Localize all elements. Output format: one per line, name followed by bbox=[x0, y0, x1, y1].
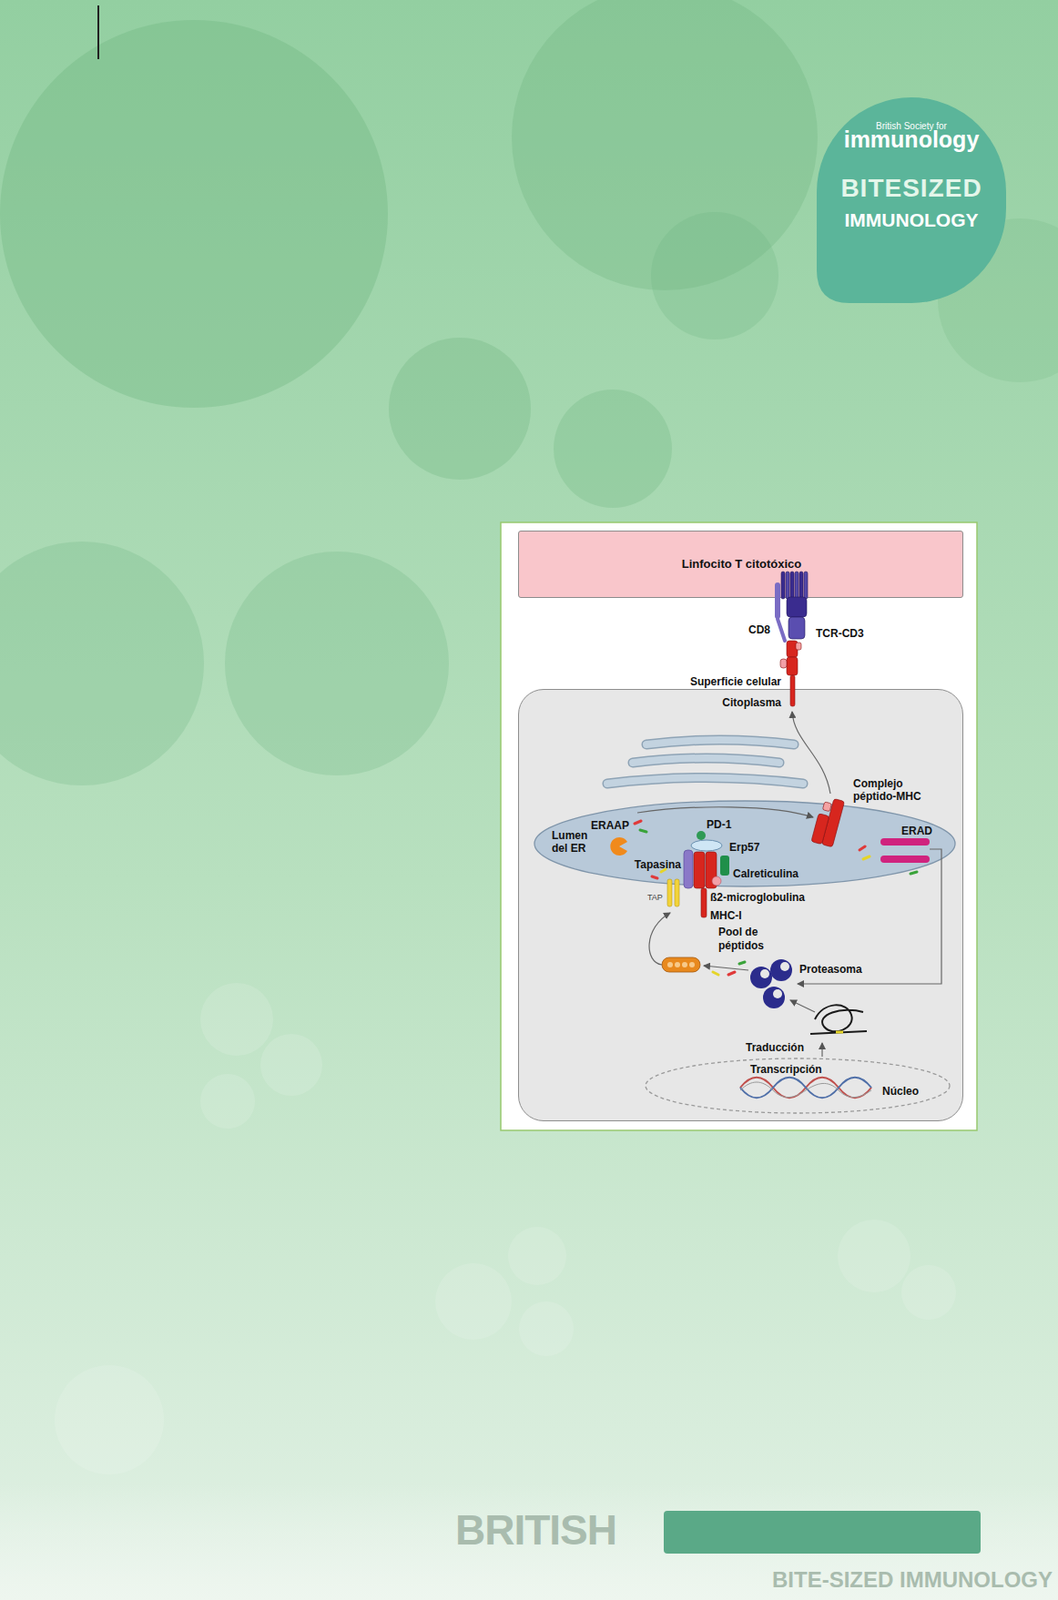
receptor-label-holder: CD8 bbox=[748, 620, 771, 638]
eraap-enzyme bbox=[610, 837, 628, 856]
transporter-label: TAP bbox=[647, 893, 663, 903]
protein-label: PD-1 bbox=[706, 819, 732, 833]
receptor-label-holder: TCR-CD3 bbox=[815, 624, 865, 641]
protein-label-holder: Erp57 bbox=[729, 838, 760, 855]
logo-badge-shape bbox=[816, 97, 1007, 304]
margin-rule bbox=[97, 5, 100, 60]
proteasome bbox=[750, 959, 793, 1009]
target-cell-text-holder: Citoplasma bbox=[722, 693, 782, 711]
tap-transporter bbox=[667, 879, 672, 907]
logo-badge-text-holder: immunology bbox=[816, 126, 1007, 153]
t-cell-band: Linfocito T citotóxico bbox=[518, 530, 964, 599]
er-lumen-text: Lumen del ER bbox=[551, 829, 605, 855]
organelle-label-holder: Proteasoma bbox=[799, 960, 863, 977]
nucleus-text-holder: Núcleo bbox=[882, 1082, 919, 1099]
watermark-text: BRITISH bbox=[455, 1506, 617, 1556]
protein-label: MHC-I bbox=[710, 910, 743, 924]
bottom-fade bbox=[0, 1484, 1058, 1600]
logo-badge-text: BITESIZED bbox=[840, 173, 982, 204]
complex-label: Complejo péptido-MHC bbox=[851, 777, 942, 804]
protein-label: Erp57 bbox=[729, 842, 760, 855]
surface-mhc bbox=[780, 640, 802, 707]
process-label-holder: Transcripción bbox=[750, 1060, 823, 1078]
protein-label: ERAAP bbox=[590, 820, 630, 834]
pool-label-holder: Pool de péptidos bbox=[718, 925, 783, 954]
logo-badge-text: immunology bbox=[844, 126, 980, 153]
logo-badge: British Society forimmunologyBITESIZEDIM… bbox=[816, 97, 1007, 304]
dna-helix bbox=[740, 1078, 872, 1099]
t-cell-band-text: Linfocito T citotóxico bbox=[681, 558, 802, 572]
protein-label-holder: ERAAP bbox=[590, 816, 630, 834]
watermark-text-holder: BRITISH bbox=[455, 1506, 617, 1556]
figure-panel bbox=[500, 522, 977, 1131]
mhc-heavy-chain bbox=[693, 852, 705, 889]
protein-label: ß2-microglobulina bbox=[708, 892, 807, 906]
tapasin-protein bbox=[683, 850, 693, 889]
cd8-coreceptor bbox=[774, 582, 785, 641]
receptor-label: TCR-CD3 bbox=[815, 628, 865, 641]
golgi-stack bbox=[607, 740, 804, 784]
ribosome-mrna bbox=[810, 1005, 867, 1035]
er-lumen-text-holder: Lumen del ER bbox=[551, 829, 605, 856]
logo-badge-text-holder: IMMUNOLOGY bbox=[816, 209, 1007, 232]
b2m-protein bbox=[712, 876, 722, 886]
logo-badge-text-holder: BITESIZED bbox=[816, 173, 1007, 204]
target-cell-text: Citoplasma bbox=[722, 697, 782, 711]
protein-label-holder: Calreticulina bbox=[732, 864, 799, 882]
t-cell-band-text-holder: Linfocito T citotóxico bbox=[518, 555, 965, 572]
ubiquitin-chain bbox=[661, 957, 701, 973]
protein-label-holder: MHC-I bbox=[710, 906, 743, 924]
pd1-protein bbox=[696, 831, 706, 841]
pathway-arrows bbox=[637, 712, 942, 1058]
erp57-protein bbox=[691, 840, 723, 852]
protein-label-holder: ß2-microglobulina bbox=[708, 888, 807, 906]
process-label: Transcripción bbox=[750, 1064, 823, 1078]
erad-channel bbox=[880, 838, 930, 864]
pool-label: Pool de péptidos bbox=[718, 925, 783, 954]
complex-label-holder: Complejo péptido-MHC bbox=[851, 777, 942, 804]
protein-label: Calreticulina bbox=[732, 868, 799, 882]
nucleus-shape bbox=[645, 1058, 950, 1114]
process-label: Traducción bbox=[745, 1042, 804, 1056]
protein-label-holder: PD-1 bbox=[706, 815, 732, 833]
pathway-label: ERAD bbox=[899, 825, 935, 839]
watermark-text-holder: BITE-SIZED IMMUNOLOGY bbox=[772, 1567, 1053, 1594]
protein-label-holder: Tapasina bbox=[634, 855, 682, 873]
pathway-label-holder: ERAD bbox=[899, 822, 935, 839]
process-label-holder: Traducción bbox=[745, 1038, 804, 1056]
organelle-label: Proteasoma bbox=[799, 964, 863, 977]
tcr-cd3-complex bbox=[781, 571, 808, 640]
footer-bar bbox=[663, 1511, 981, 1555]
nucleus-text: Núcleo bbox=[882, 1086, 919, 1099]
protein-label: Tapasina bbox=[634, 859, 682, 873]
calreticulin-protein bbox=[720, 855, 730, 876]
target-cell-text-holder: Superficie celular bbox=[690, 672, 782, 690]
receptor-label: CD8 bbox=[748, 624, 771, 638]
er-lumen-shape bbox=[534, 801, 956, 887]
peptides bbox=[634, 821, 917, 976]
watermark-text: BITE-SIZED IMMUNOLOGY bbox=[772, 1567, 1053, 1594]
er-peptide-mhc bbox=[811, 795, 845, 847]
logo-badge-text: IMMUNOLOGY bbox=[844, 209, 979, 232]
target-cell-text: Superficie celular bbox=[690, 676, 782, 690]
transporter-label-holder: TAP bbox=[647, 887, 663, 905]
target-cell: Superficie celularCitoplasmaLumen del ER… bbox=[518, 689, 964, 1122]
